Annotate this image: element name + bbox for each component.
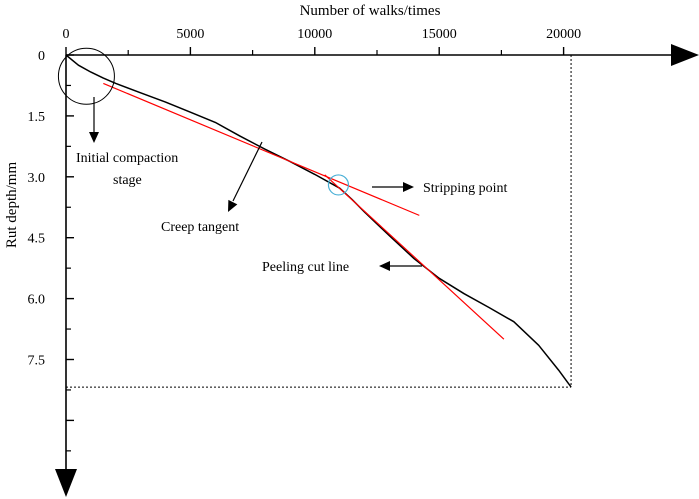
- initial-compaction-label: Initial compaction: [76, 151, 178, 166]
- peeling-cut-line: [324, 174, 505, 340]
- creep-tangent-line: [103, 82, 420, 216]
- x-tick-label: 20000: [546, 27, 581, 42]
- y-tick-label: 3.0: [28, 171, 46, 186]
- y-axis-arrow-icon: [55, 469, 77, 497]
- creep-tangent-arrow: [232, 141, 263, 202]
- arrow-down-icon: [89, 132, 99, 143]
- x-axis-arrow-icon: [671, 44, 699, 66]
- initial-compaction-label: stage: [113, 173, 142, 188]
- reference-lines: [66, 55, 572, 388]
- stripping-point-circle: [327, 174, 350, 196]
- axes-group: [55, 44, 699, 497]
- rut-depth-curve: [65, 54, 572, 388]
- peeling-cut-label: Peeling cut line: [262, 260, 349, 275]
- y-tick-label: 4.5: [28, 232, 46, 247]
- tangent-group: [103, 82, 505, 340]
- x-axis-label: Number of walks/times: [300, 3, 441, 19]
- series-group: [65, 54, 572, 388]
- x-tick-group: 0 5000 10000 15000 20000: [63, 27, 581, 55]
- y-tick-label: 7.5: [28, 354, 46, 369]
- arrow-right-icon: [403, 182, 414, 192]
- y-tick-label: 0: [38, 49, 45, 64]
- y-axis-label: Rut depth/mm: [4, 162, 20, 249]
- stripping-point-label: Stripping point: [423, 181, 508, 196]
- x-tick-label: 15000: [422, 27, 457, 42]
- arrow-left-icon: [379, 261, 390, 271]
- y-tick-label: 1.5: [28, 110, 46, 125]
- initial-compaction-circle: [57, 47, 115, 105]
- creep-tangent-label: Creep tangent: [161, 220, 239, 235]
- y-tick-label: 6.0: [28, 293, 46, 308]
- x-tick-label: 0: [63, 27, 70, 42]
- y-tick-group: 0 1.5 3.0 4.5 6.0 7.5: [28, 49, 74, 452]
- x-tick-label: 5000: [176, 27, 204, 42]
- arrow-down-left-icon: [228, 199, 238, 212]
- x-tick-label: 10000: [297, 27, 332, 42]
